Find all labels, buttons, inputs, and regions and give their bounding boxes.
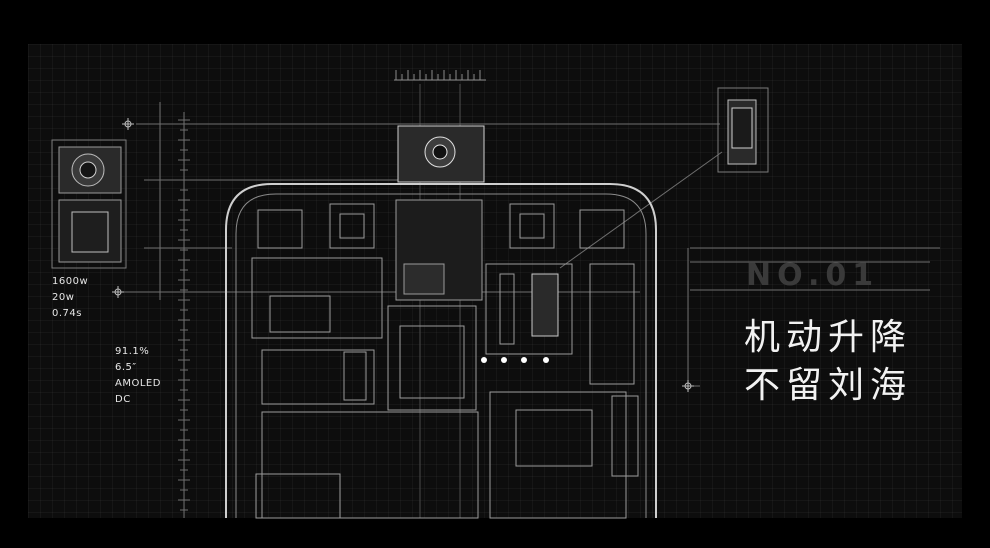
spec-screen-size: 6.5″: [115, 362, 137, 373]
spec-panel-type: AMOLED: [115, 378, 161, 389]
section-number-badge: NO.01: [746, 258, 880, 293]
headline-line-1: 机动升降: [744, 317, 913, 358]
spec-resolution: 1600w: [52, 276, 89, 287]
camera-spec-list: 1600w 20w 0.74s: [52, 274, 88, 322]
dimension-lines: [118, 123, 940, 390]
spec-screen-ratio: 91.1%: [115, 346, 150, 357]
module-inset-box: [717, 87, 769, 173]
spec-dimming: DC: [115, 394, 131, 405]
camera-inset-box: [51, 139, 127, 269]
phone-internals: [251, 199, 639, 519]
phone-outline: [225, 183, 657, 518]
ruler-top: [394, 70, 486, 81]
headline-line-2: 不留刘海: [744, 365, 913, 406]
crosshair-markers: [112, 118, 694, 392]
display-spec-list: 91.1% 6.5″ AMOLED DC: [115, 344, 161, 408]
spec-popup-time: 0.74s: [52, 308, 82, 319]
spec-power: 20w: [52, 292, 75, 303]
